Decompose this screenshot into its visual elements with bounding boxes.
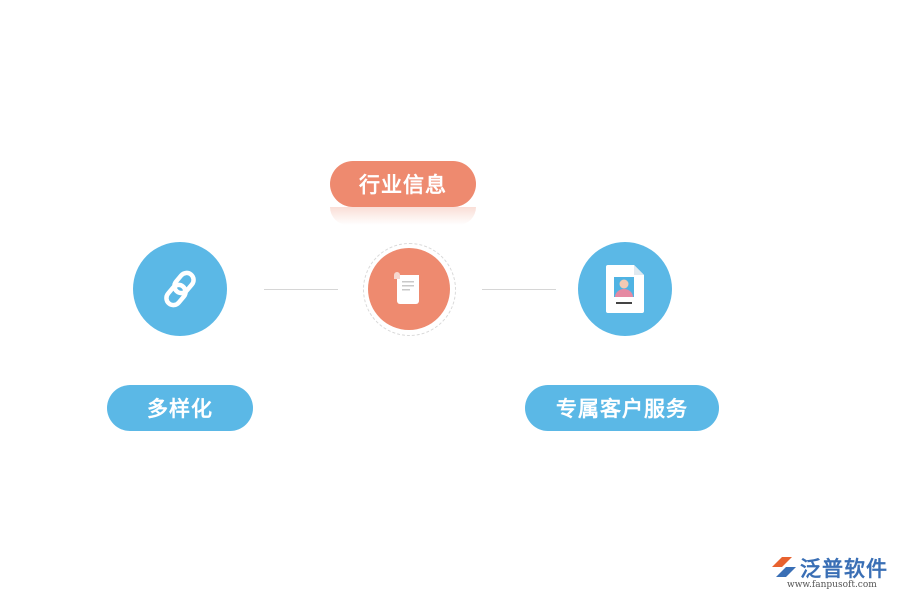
diversity-text: 多样化 bbox=[147, 397, 213, 421]
link-icon bbox=[164, 270, 196, 308]
customer-service-circle bbox=[578, 242, 672, 336]
scroll-document-icon bbox=[394, 272, 419, 304]
industry-info-circle bbox=[368, 248, 450, 330]
industry-info-ring bbox=[363, 243, 456, 336]
industry-info-text: 行业信息 bbox=[359, 173, 447, 197]
company-logo-url: www.fanpusoft.com bbox=[787, 580, 877, 590]
fanpu-logo-icon bbox=[772, 557, 796, 577]
diversity-label: 多样化 bbox=[107, 385, 253, 431]
connector-right bbox=[482, 289, 556, 290]
company-logo-name: 泛普软件 bbox=[800, 557, 888, 581]
connector-left bbox=[264, 289, 338, 290]
customer-service-label: 专属客户服务 bbox=[525, 385, 719, 431]
customer-service-text: 专属客户服务 bbox=[556, 397, 688, 421]
diversity-circle bbox=[133, 242, 227, 336]
industry-info-reflection bbox=[330, 207, 476, 225]
industry-info-label: 行业信息 bbox=[330, 161, 476, 207]
profile-document-icon bbox=[606, 265, 644, 313]
